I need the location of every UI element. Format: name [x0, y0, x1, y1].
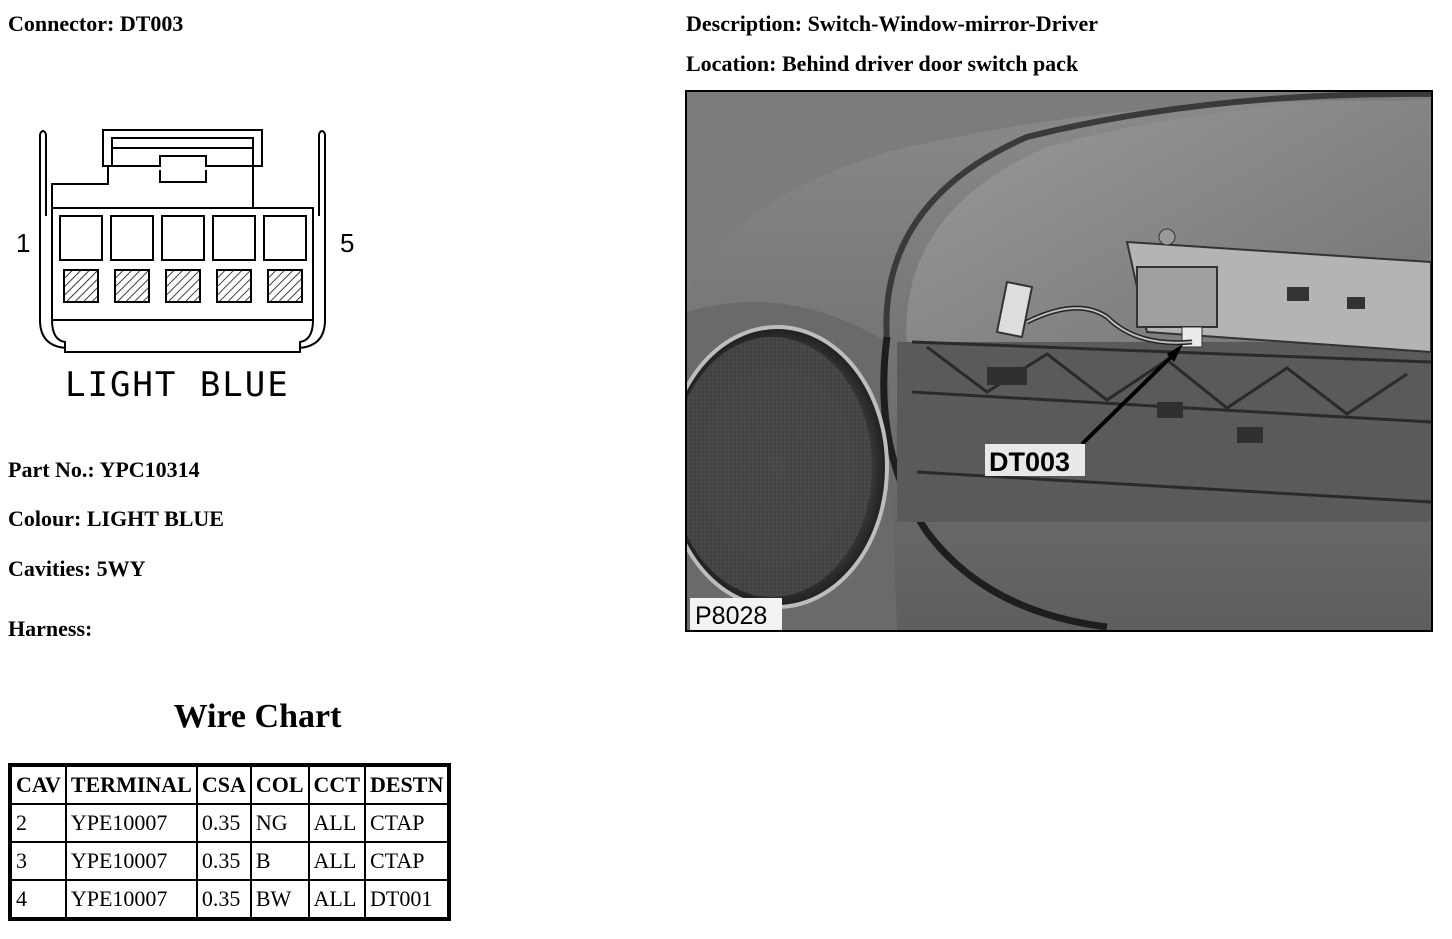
cell-csa: 0.35 [196, 842, 251, 880]
cavities-value: 5WY [96, 556, 146, 581]
header-terminal: TERMINAL [65, 766, 197, 804]
callout-arrow [1080, 344, 1183, 446]
cavity-4 [212, 215, 256, 261]
cell-destn: CTAP [365, 804, 449, 842]
location-photo: DT003 P8028 [685, 90, 1433, 632]
cavity-5 [263, 215, 307, 261]
cavity-2 [110, 215, 154, 261]
header-cct: CCT [308, 766, 365, 804]
table-row: 3 YPE10007 0.35 B ALL CTAP [11, 842, 449, 880]
colour-value: LIGHT BLUE [86, 506, 224, 531]
connector-field: Connector:DT003 [8, 13, 183, 35]
cell-terminal: YPE10007 [65, 804, 197, 842]
description-value: Switch-Window-mirror-Driver [807, 11, 1099, 36]
switch-pack [1125, 228, 1431, 354]
header-cav: CAV [11, 766, 66, 804]
table-row: 4 YPE10007 0.35 BW ALL DT001 [11, 880, 449, 918]
colour-label: Colour: [8, 506, 82, 531]
description-label: Description: [686, 11, 803, 36]
cell-cct: ALL [308, 804, 365, 842]
terminal-lock-1 [63, 269, 99, 303]
cell-col: BW [250, 880, 309, 918]
terminal-lock-2 [114, 269, 150, 303]
cavities-field: Cavities:5WY [8, 558, 145, 580]
cavity-3 [161, 215, 205, 261]
connector-label: Connector: [8, 11, 115, 36]
header-col: COL [250, 766, 309, 804]
part-no-value: YPC10314 [99, 457, 200, 482]
terminal-lock-3 [165, 269, 201, 303]
table-row: 2 YPE10007 0.35 NG ALL CTAP [11, 804, 449, 842]
cell-csa: 0.35 [196, 804, 251, 842]
harness-label: Harness: [8, 616, 93, 641]
table-header-row: CAV TERMINAL CSA COL CCT DESTN [11, 766, 449, 804]
cell-terminal: YPE10007 [65, 880, 197, 918]
terminal-lock-4 [216, 269, 252, 303]
cavity-1 [59, 215, 103, 261]
colour-field: Colour:LIGHT BLUE [8, 508, 224, 530]
cell-cct: ALL [308, 880, 365, 918]
pin-1-label: 1 [16, 228, 30, 258]
wire-chart-title: Wire Chart [173, 698, 342, 735]
description-field: Description:Switch-Window-mirror-Driver [686, 13, 1098, 35]
location-value: Behind driver door switch pack [781, 51, 1079, 76]
cell-cav: 3 [11, 842, 66, 880]
cavities-label: Cavities: [8, 556, 92, 581]
terminal-lock-5 [267, 269, 303, 303]
cell-cct: ALL [308, 842, 365, 880]
connector-housing [39, 129, 326, 353]
photo-callout-label: DT003 [989, 447, 1070, 477]
cell-col: B [250, 842, 309, 880]
cell-terminal: YPE10007 [65, 842, 197, 880]
header-csa: CSA [196, 766, 251, 804]
cell-destn: DT001 [365, 880, 449, 918]
cell-col: NG [250, 804, 309, 842]
cell-destn: CTAP [365, 842, 449, 880]
connector-diagram: 1 5 LIGHT BLUE [16, 129, 354, 405]
wire-chart-table: CAV TERMINAL CSA COL CCT DESTN 2 YPE1000… [8, 763, 452, 921]
pin-5-label: 5 [340, 228, 354, 258]
header-destn: DESTN [365, 766, 449, 804]
harness-field: Harness: [8, 618, 98, 640]
cell-cav: 4 [11, 880, 66, 918]
connector-value: DT003 [119, 11, 184, 36]
part-no-field: Part No.:YPC10314 [8, 459, 200, 481]
cell-csa: 0.35 [196, 880, 251, 918]
door-trim [687, 92, 1431, 292]
cell-cav: 2 [11, 804, 66, 842]
photo-reference-label: P8028 [695, 602, 767, 630]
location-field: Location:Behind driver door switch pack [686, 53, 1078, 75]
location-label: Location: [686, 51, 777, 76]
diagram-colour-label: LIGHT BLUE [65, 365, 290, 405]
part-no-label: Part No.: [8, 457, 95, 482]
cavity-row [59, 215, 307, 303]
